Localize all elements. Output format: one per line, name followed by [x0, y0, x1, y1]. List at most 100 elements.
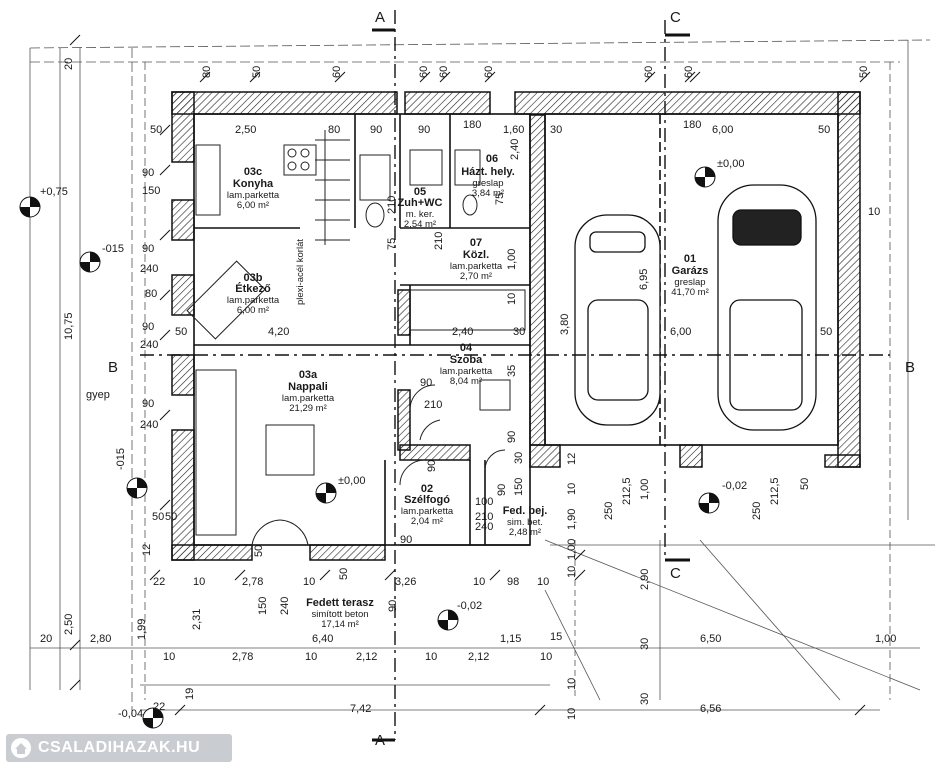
svg-text:Szélfogó: Szélfogó	[404, 494, 450, 506]
svg-text:50: 50	[858, 66, 870, 78]
svg-text:2,40: 2,40	[509, 139, 521, 160]
svg-text:90: 90	[142, 167, 154, 179]
exterior-walls	[171, 91, 861, 561]
svg-text:80: 80	[145, 288, 157, 300]
svg-text:6,00 m²: 6,00 m²	[237, 305, 269, 316]
svg-text:180: 180	[683, 119, 701, 131]
door-swings	[251, 384, 506, 546]
room-labels: 03c Konyha lam.parketta 6,00 m² 03b Étke…	[227, 153, 709, 630]
svg-text:10: 10	[566, 483, 578, 495]
svg-text:02: 02	[421, 483, 433, 495]
svg-text:6,40: 6,40	[312, 633, 333, 645]
svg-text:lam.parketta: lam.parketta	[227, 295, 280, 306]
svg-text:60: 60	[643, 66, 655, 78]
svg-text:240: 240	[475, 521, 493, 533]
svg-text:75: 75	[494, 193, 506, 205]
svg-text:6,50: 6,50	[700, 633, 721, 645]
level-texts: +0,75 -015 -015 ±0,00 ±0,00 -0,02 -0,02 …	[40, 158, 747, 720]
svg-text:2,04 m²: 2,04 m²	[411, 516, 443, 527]
svg-text:60: 60	[683, 66, 695, 78]
svg-text:2,78: 2,78	[242, 576, 263, 588]
svg-text:10: 10	[566, 678, 578, 690]
svg-text:41,70 m²: 41,70 m²	[671, 287, 709, 298]
svg-text:2,70 m²: 2,70 m²	[460, 271, 492, 282]
svg-text:20: 20	[63, 58, 75, 70]
svg-text:Étkező: Étkező	[235, 282, 271, 295]
lawn-label: gyep	[86, 389, 110, 401]
section-label-b-left: B	[108, 359, 118, 376]
svg-text:90: 90	[370, 124, 382, 136]
furniture	[186, 130, 526, 536]
svg-text:75: 75	[386, 238, 398, 250]
svg-text:2,78: 2,78	[232, 651, 253, 663]
svg-text:10: 10	[425, 651, 437, 663]
svg-text:10: 10	[537, 576, 549, 588]
svg-text:50: 50	[799, 478, 811, 490]
svg-text:Fedett terasz: Fedett terasz	[306, 597, 374, 609]
svg-text:30: 30	[550, 124, 562, 136]
svg-text:6,00: 6,00	[670, 326, 691, 338]
watermark-text: CSALADIHAZAK.HU	[38, 739, 201, 756]
svg-text:1,90: 1,90	[566, 509, 578, 530]
section-lines	[140, 10, 890, 742]
svg-text:90: 90	[496, 484, 508, 496]
svg-text:240: 240	[140, 263, 158, 275]
level-text: ±0,00	[338, 475, 365, 487]
svg-text:Konyha: Konyha	[233, 178, 274, 190]
svg-text:90: 90	[142, 243, 154, 255]
svg-text:lam.parketta: lam.parketta	[401, 506, 454, 517]
svg-text:12: 12	[566, 453, 578, 465]
svg-text:90: 90	[400, 534, 412, 546]
svg-text:03c: 03c	[244, 166, 262, 178]
svg-text:6,95: 6,95	[638, 269, 650, 290]
svg-text:2,90: 2,90	[639, 569, 651, 590]
svg-text:90: 90	[142, 398, 154, 410]
svg-text:10: 10	[163, 651, 175, 663]
svg-text:Közl.: Közl.	[463, 249, 489, 261]
svg-text:greslap: greslap	[674, 277, 705, 288]
svg-text:80: 80	[201, 66, 213, 78]
room-label-haztartasi: 06 Házt. hely. greslap 3,84 m²	[461, 153, 515, 199]
svg-text:50: 50	[251, 66, 263, 78]
svg-text:250: 250	[603, 502, 615, 520]
svg-text:30: 30	[639, 638, 651, 650]
svg-text:10: 10	[566, 708, 578, 720]
svg-text:simított beton: simított beton	[311, 609, 368, 620]
svg-text:10: 10	[540, 651, 552, 663]
section-label-b-right: B	[905, 359, 915, 376]
svg-text:3,26: 3,26	[395, 576, 416, 588]
svg-text:50: 50	[818, 124, 830, 136]
svg-text:05: 05	[414, 186, 426, 198]
level-text: -0,02	[722, 480, 747, 492]
svg-text:21,29 m²: 21,29 m²	[289, 403, 327, 414]
svg-text:240: 240	[279, 597, 291, 615]
svg-text:Nappali: Nappali	[288, 381, 328, 393]
svg-text:lam.parketta: lam.parketta	[282, 393, 335, 404]
svg-text:2,40: 2,40	[452, 326, 473, 338]
section-letters: A A B B C C	[108, 9, 915, 749]
svg-text:150: 150	[513, 478, 525, 496]
svg-text:30: 30	[513, 452, 525, 464]
svg-text:10: 10	[868, 206, 880, 218]
level-text: -0,04	[118, 708, 143, 720]
svg-text:50: 50	[165, 511, 177, 523]
svg-text:50: 50	[150, 124, 162, 136]
room-label-zuhany-wc: 05 Zuh+WC m. ker. 2,54 m²	[398, 186, 443, 230]
svg-text:06: 06	[486, 153, 498, 165]
svg-text:10: 10	[473, 576, 485, 588]
svg-text:90: 90	[426, 460, 438, 472]
svg-text:60: 60	[418, 66, 430, 78]
level-text: -015	[115, 448, 127, 470]
svg-text:6,00 m²: 6,00 m²	[237, 200, 269, 211]
svg-text:04: 04	[460, 342, 473, 354]
svg-text:30: 30	[639, 693, 651, 705]
svg-text:Garázs: Garázs	[672, 265, 709, 277]
level-text: -0,02	[457, 600, 482, 612]
section-label-c-top: C	[670, 9, 681, 26]
level-text: +0,75	[40, 186, 68, 198]
svg-text:22: 22	[153, 701, 165, 713]
svg-text:180: 180	[463, 119, 481, 131]
svg-text:03a: 03a	[299, 369, 318, 381]
svg-text:2,50: 2,50	[63, 614, 75, 635]
